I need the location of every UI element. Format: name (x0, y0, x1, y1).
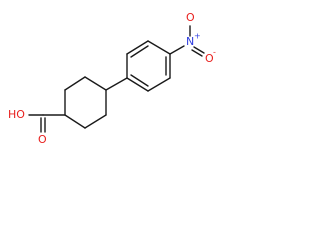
bond (84, 76, 107, 91)
bond (147, 77, 171, 92)
bond (169, 45, 185, 55)
nitro-nitrogen-label: N (186, 35, 194, 48)
bond (64, 114, 86, 129)
carboxylic-acid-group (28, 114, 66, 133)
bond (193, 46, 205, 54)
bond (130, 74, 149, 87)
bond (126, 40, 149, 55)
nitro-charge-plus-label: + (194, 32, 201, 41)
nitro-charge-minus-label: - (213, 48, 216, 57)
benzene-ring (126, 40, 171, 92)
molecule-drawing: HO O N + O O - (8, 11, 216, 146)
hydroxyl-label: HO (8, 108, 25, 121)
bond (84, 114, 107, 129)
structure-canvas: HO O N + O O - (8, 11, 216, 146)
bond (64, 76, 86, 91)
bond (147, 40, 171, 55)
bond (105, 77, 128, 91)
nitro-oxygen-top-label: O (186, 11, 195, 24)
bond (126, 77, 149, 92)
bond (191, 49, 203, 57)
carbonyl-oxygen-label: O (38, 133, 47, 146)
nitro-oxygen-right-label: O (205, 52, 214, 65)
nitro-group (169, 25, 205, 57)
bond (130, 45, 149, 58)
cyclohexane-ring (64, 76, 107, 129)
